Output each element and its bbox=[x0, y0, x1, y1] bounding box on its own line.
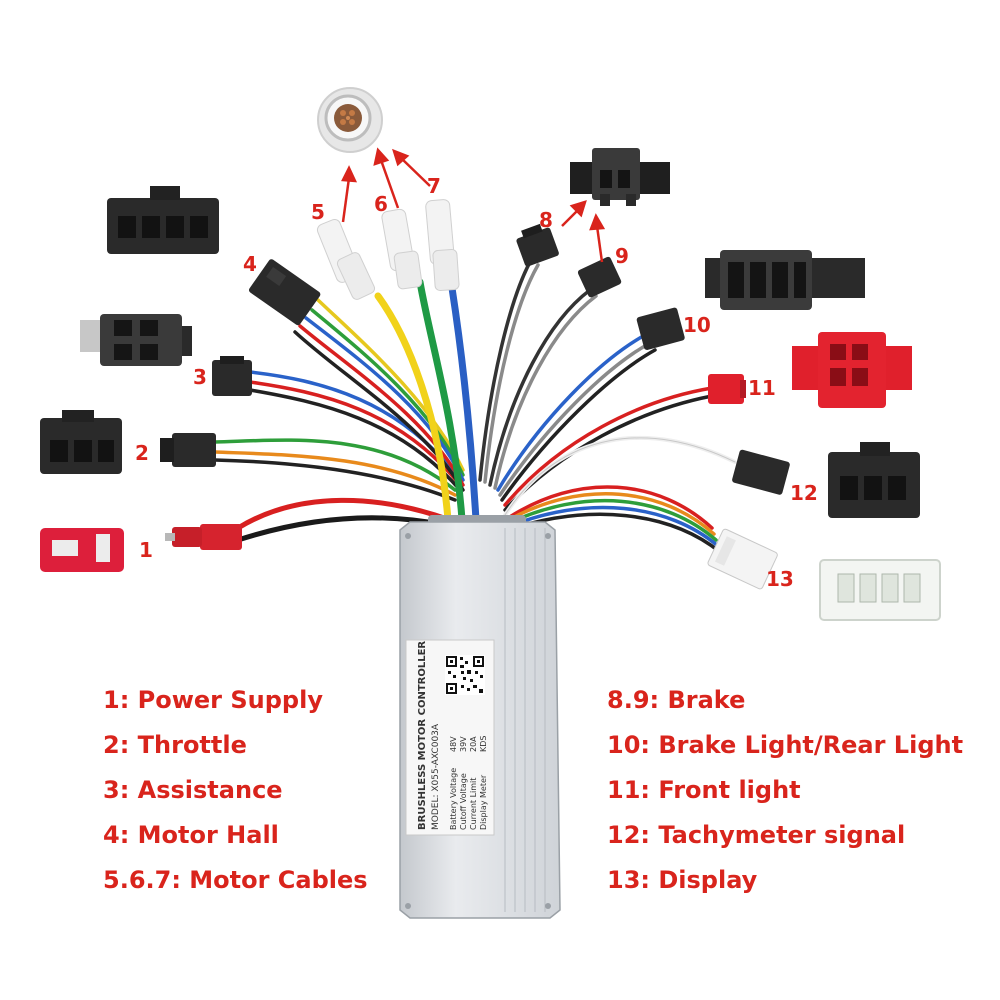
connector-label-6: 6 bbox=[374, 192, 388, 216]
connector-label-11: 11 bbox=[748, 376, 776, 400]
plate-spec-value-4: KDS bbox=[479, 736, 488, 752]
throttle-wire-orange bbox=[213, 450, 457, 497]
arrow-9 bbox=[595, 225, 604, 263]
rear-light-plug bbox=[636, 307, 685, 350]
display-wire-red bbox=[503, 485, 714, 530]
brake2-wire-gray bbox=[493, 294, 598, 490]
connector-label-8: 8 bbox=[539, 208, 553, 232]
rearlight-wire-black bbox=[500, 348, 657, 502]
display-wire-green bbox=[503, 498, 718, 542]
legend-right: 8.9: Brake 10: Brake Light/Rear Light 11… bbox=[607, 688, 963, 913]
brake-plug-9 bbox=[577, 256, 622, 298]
display-mate-connector bbox=[819, 559, 941, 621]
connector-label-7: 7 bbox=[427, 174, 441, 198]
plate-spec-value-3: 20A bbox=[469, 736, 478, 752]
display-wire-orange bbox=[503, 492, 716, 536]
assistance-wire-black bbox=[248, 388, 462, 492]
throttle-wire-black bbox=[213, 458, 457, 502]
connector-label-9: 9 bbox=[615, 244, 629, 268]
frontlight-wire-red bbox=[503, 386, 714, 507]
hall-plug bbox=[248, 259, 321, 326]
connector-label-4: 4 bbox=[243, 252, 257, 276]
plate-heading: BRUSHLESS MOTOR CONTROLLER bbox=[417, 641, 428, 830]
motor-phase-sleeves bbox=[316, 199, 460, 300]
brake2-wire-black bbox=[488, 288, 592, 487]
wire-harness bbox=[213, 260, 737, 554]
hall-wire-red bbox=[298, 324, 465, 487]
throttle-plug bbox=[160, 433, 216, 467]
legend-item-brake: 8.9: Brake bbox=[607, 686, 746, 714]
hall-wire-green bbox=[310, 308, 465, 477]
plate-spec-value-2: 39V bbox=[459, 736, 468, 752]
brake1-wire-gray bbox=[483, 263, 540, 484]
motor-round-connector-icon bbox=[317, 87, 383, 153]
plate-spec-name-2: Cutoff Voltage bbox=[459, 773, 468, 830]
throttle-wire-green bbox=[213, 438, 457, 492]
plate-spec-name-4: Display Meter bbox=[479, 774, 488, 830]
legend-item-motor-hall: 4: Motor Hall bbox=[103, 821, 279, 849]
power-wire-black bbox=[235, 515, 448, 543]
legend-item-tachymeter: 12: Tachymeter signal bbox=[607, 821, 906, 849]
front-light-plug bbox=[708, 374, 746, 404]
plate-spec-name-1: Battery Voltage bbox=[449, 768, 458, 830]
connector-label-10: 10 bbox=[683, 313, 711, 337]
rearlight-wire-blue bbox=[496, 333, 647, 492]
legend-item-assistance: 3: Assistance bbox=[103, 776, 283, 804]
power-wire-red bbox=[235, 497, 453, 531]
motor-controller-housing: BRUSHLESS MOTOR CONTROLLER MODEL: X055-A… bbox=[399, 515, 561, 919]
power-plug bbox=[165, 524, 242, 550]
connector-label-5: 5 bbox=[311, 200, 325, 224]
connector-label-1: 1 bbox=[139, 538, 153, 562]
display-plug bbox=[707, 528, 778, 590]
arrow-8 bbox=[561, 209, 579, 227]
arrow-7 bbox=[400, 157, 431, 187]
plate-spec-name-3: Current Limit bbox=[469, 778, 478, 830]
assistance-plug bbox=[212, 356, 252, 396]
legend-item-power-supply: 1: Power Supply bbox=[103, 686, 323, 714]
rearlight-wire-gray bbox=[498, 341, 652, 497]
tachymeter-wire-outline bbox=[504, 437, 736, 516]
plate-model: MODEL: X055-AXC003A bbox=[431, 723, 441, 830]
throttle-mate-connector bbox=[40, 410, 122, 474]
brake1-wire-black bbox=[478, 260, 532, 482]
legend-item-throttle: 2: Throttle bbox=[103, 731, 247, 759]
hall-wire-black bbox=[293, 330, 465, 492]
plate-spec-value-1: 48V bbox=[449, 736, 458, 752]
arrow-5 bbox=[341, 177, 351, 223]
legend-item-motor-cables: 5.6.7: Motor Cables bbox=[103, 866, 368, 894]
motor-wire-blue bbox=[448, 284, 480, 524]
connector-label-2: 2 bbox=[135, 441, 149, 465]
rear-light-mate-connector bbox=[705, 250, 865, 310]
connector-label-3: 3 bbox=[193, 365, 207, 389]
tachymeter-mate-connector bbox=[828, 442, 920, 518]
qr-code-icon bbox=[445, 655, 485, 695]
arrow-6 bbox=[379, 159, 400, 209]
hall-wire-blue bbox=[304, 316, 465, 482]
legend-item-brake-light: 10: Brake Light/Rear Light bbox=[607, 731, 964, 759]
display-wire-blue bbox=[503, 505, 720, 548]
legend-item-front-light: 11: Front light bbox=[607, 776, 801, 804]
brake-plug-8 bbox=[516, 223, 559, 267]
legend-left: 1: Power Supply 2: Throttle 3: Assistanc… bbox=[103, 688, 368, 913]
connector-label-13: 13 bbox=[766, 567, 794, 591]
motor-wire-yellow bbox=[374, 292, 452, 524]
legend-item-display: 13: Display bbox=[607, 866, 758, 894]
assistance-mate-connector bbox=[80, 314, 192, 366]
front-light-mate-connector bbox=[792, 332, 912, 408]
hall-wire-yellow bbox=[316, 298, 465, 472]
power-mate-connector bbox=[40, 528, 124, 572]
connector-label-12: 12 bbox=[790, 481, 818, 505]
tachymeter-plug bbox=[732, 449, 790, 495]
assistance-wire-red bbox=[248, 380, 462, 487]
motor-wire-green bbox=[416, 278, 466, 524]
brake-mate-connector bbox=[570, 148, 670, 206]
hall-mate-connector bbox=[107, 186, 219, 254]
